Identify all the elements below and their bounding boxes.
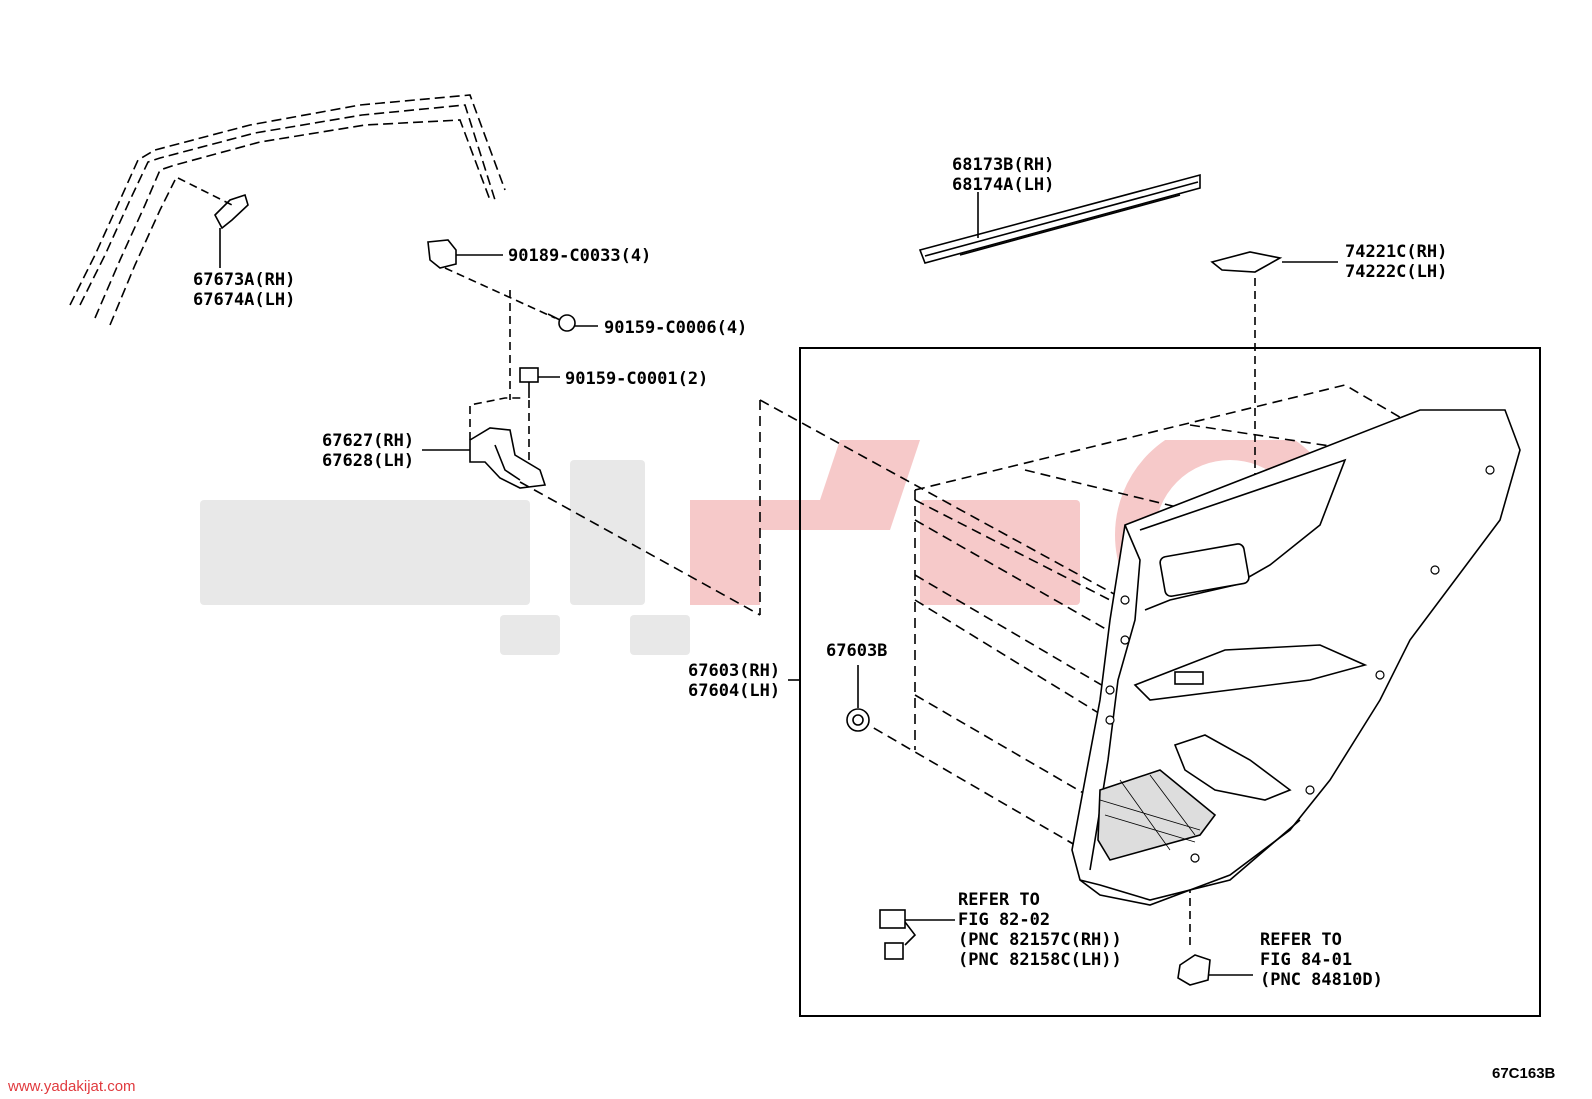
watermark-url: www.yadakijat.com — [8, 1078, 136, 1095]
label-67603b: 67603B — [826, 641, 888, 661]
door-frame-outline — [69, 94, 506, 326]
corner-piece-67673 — [214, 193, 249, 230]
label-67628-lh: 67628(LH) — [322, 451, 415, 471]
label-68174a-lh: 68174A(LH) — [952, 175, 1055, 195]
refer-82-line1: REFER TO — [958, 890, 1040, 910]
assembly-box — [799, 347, 1541, 1017]
label-67673-rh: 67673A(RH) — [193, 270, 296, 290]
label-90159-c0006: 90159-C0006(4) — [604, 318, 748, 338]
label-74222c-lh: 74222C(LH) — [1345, 262, 1448, 282]
label-68173b-rh: 68173B(RH) — [952, 155, 1055, 175]
label-67604-lh: 67604(LH) — [688, 681, 781, 701]
refer-84-line1: REFER TO — [1260, 930, 1342, 950]
refer-82-line4: (PNC 82158C(LH)) — [958, 950, 1122, 970]
label-74221c-rh: 74221C(RH) — [1345, 242, 1448, 262]
grommet-67603b — [846, 665, 870, 732]
lamp-84810 — [1177, 954, 1253, 986]
cover-74221 — [1210, 251, 1338, 273]
label-90159-c0001: 90159-C0001(2) — [565, 369, 709, 389]
label-67674-lh: 67674A(LH) — [193, 290, 296, 310]
bracket-67627 — [422, 427, 547, 489]
screw-90159-c0006 — [547, 313, 598, 332]
refer-84-line2: FIG 84-01 — [1260, 950, 1353, 970]
refer-84-line3: (PNC 84810D) — [1260, 970, 1383, 990]
panel-clip-holes — [1105, 465, 1495, 863]
door-trim-panel — [1071, 409, 1521, 906]
bolt-90159-c0001 — [519, 367, 560, 398]
label-67603-rh: 67603(RH) — [688, 661, 781, 681]
refer-82-line2: FIG 82-02 — [958, 910, 1051, 930]
figure-code: 67C163B — [1492, 1065, 1556, 1082]
refer-82-line3: (PNC 82157C(RH)) — [958, 930, 1122, 950]
label-67627-rh: 67627(RH) — [322, 431, 415, 451]
weatherstrip-68173 — [918, 173, 1201, 264]
label-90189-c0033: 90189-C0033(4) — [508, 246, 652, 266]
switch-82157 — [879, 909, 955, 960]
clip-90189 — [427, 239, 503, 269]
